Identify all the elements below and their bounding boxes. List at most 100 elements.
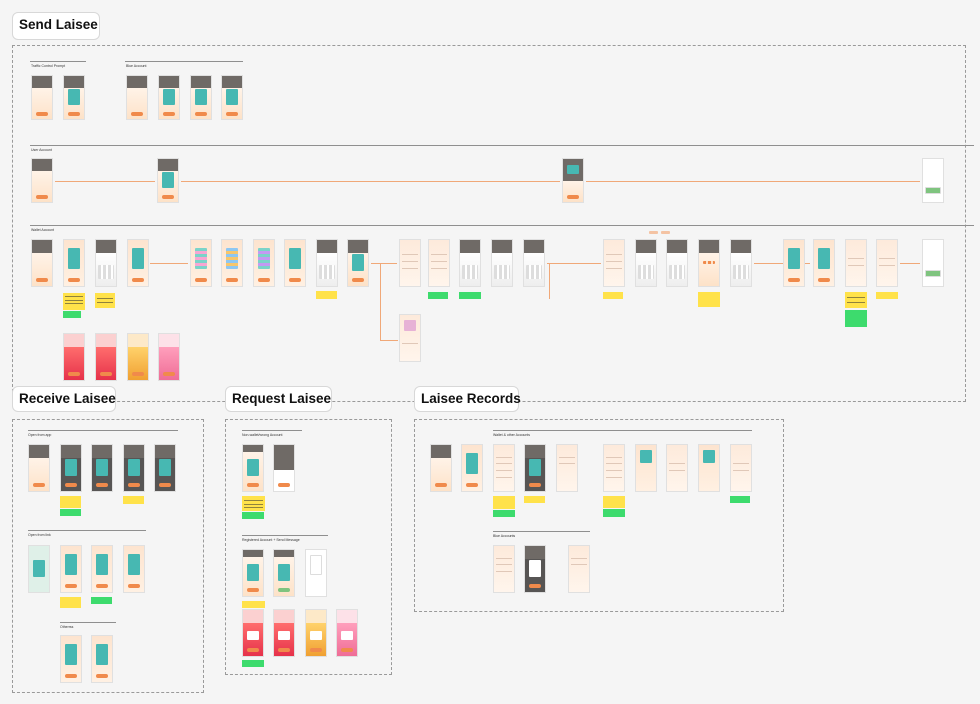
phone-screen[interactable] (91, 444, 113, 492)
phone-screen[interactable] (123, 545, 145, 593)
phone-screen[interactable] (845, 239, 867, 287)
phone-screen[interactable] (157, 158, 179, 203)
sticky-note (459, 292, 481, 299)
phone-screen[interactable] (91, 635, 113, 683)
phone-screen[interactable] (459, 239, 481, 287)
phone-screen[interactable] (31, 239, 53, 287)
phone-screen[interactable] (730, 239, 752, 287)
phone-screen[interactable] (284, 239, 306, 287)
phone-screen[interactable] (876, 239, 898, 287)
group-label: Blue Account (126, 64, 147, 68)
phone-screen[interactable] (273, 549, 295, 597)
phone-screen[interactable] (305, 549, 327, 597)
phone-screen[interactable] (158, 333, 180, 381)
phone-screen[interactable] (31, 75, 53, 120)
phone-screen[interactable] (123, 444, 145, 492)
group-label: User Account (31, 148, 52, 152)
tag-pill (661, 231, 670, 234)
sticky-note (63, 293, 85, 310)
phone-screen[interactable] (635, 239, 657, 287)
phone-screen[interactable] (273, 444, 295, 492)
sticky-note (60, 496, 81, 508)
sticky-note (698, 292, 720, 307)
phone-screen[interactable] (60, 444, 82, 492)
sticky-note (60, 509, 81, 516)
phone-screen[interactable] (242, 444, 264, 492)
phone-screen[interactable] (603, 444, 625, 492)
send-laisee-title: Send Laisee (12, 12, 100, 40)
phone-screen[interactable] (493, 444, 515, 492)
group-label: Open from link (28, 533, 51, 537)
group-label: Wallet & other Accounts (493, 433, 531, 437)
phone-screen[interactable] (242, 549, 264, 597)
phone-screen[interactable] (347, 239, 369, 287)
phone-screen[interactable] (430, 444, 452, 492)
phone-screen[interactable] (28, 444, 50, 492)
sticky-note (60, 597, 81, 608)
flow-arrow (549, 263, 550, 299)
phone-screen[interactable] (63, 333, 85, 381)
phone-screen[interactable] (698, 239, 720, 287)
phone-screen[interactable] (336, 609, 358, 657)
group-divider (30, 145, 974, 146)
phone-screen[interactable] (28, 545, 50, 593)
phone-screen[interactable] (666, 444, 688, 492)
sticky-note (316, 291, 337, 299)
phone-screen[interactable] (698, 444, 720, 492)
phone-screen[interactable] (491, 239, 513, 287)
sticky-note (845, 292, 867, 308)
phone-screen[interactable] (221, 75, 243, 120)
phone-screen[interactable] (253, 239, 275, 287)
sticky-note (91, 597, 112, 604)
group-divider (493, 430, 752, 431)
phone-screen[interactable] (63, 239, 85, 287)
phone-screen[interactable] (730, 444, 752, 492)
phone-screen[interactable] (493, 545, 515, 593)
phone-screen[interactable] (154, 444, 176, 492)
phone-screen[interactable] (95, 333, 117, 381)
sticky-note (123, 496, 144, 504)
group-divider (493, 531, 590, 532)
phone-screen[interactable] (190, 75, 212, 120)
phone-screen[interactable] (158, 75, 180, 120)
phone-screen[interactable] (31, 158, 53, 203)
phone-screen[interactable] (127, 239, 149, 287)
phone-screen[interactable] (95, 239, 117, 287)
phone-screen[interactable] (922, 158, 944, 203)
phone-screen[interactable] (568, 545, 590, 593)
request-laisee-title: Request Laisee (225, 386, 332, 412)
phone-screen[interactable] (666, 239, 688, 287)
phone-screen[interactable] (524, 444, 546, 492)
phone-screen[interactable] (399, 314, 421, 362)
phone-screen[interactable] (399, 239, 421, 287)
phone-screen[interactable] (273, 609, 295, 657)
phone-screen[interactable] (60, 545, 82, 593)
phone-screen[interactable] (91, 545, 113, 593)
phone-screen[interactable] (63, 75, 85, 120)
sticky-note (493, 496, 515, 509)
phone-screen[interactable] (523, 239, 545, 287)
phone-screen[interactable] (316, 239, 338, 287)
phone-screen[interactable] (221, 239, 243, 287)
phone-screen[interactable] (126, 75, 148, 120)
group-label: Blue Accounts (493, 534, 516, 538)
phone-screen[interactable] (603, 239, 625, 287)
phone-screen[interactable] (813, 239, 835, 287)
phone-screen[interactable] (524, 545, 546, 593)
phone-screen[interactable] (461, 444, 483, 492)
laisee-records-title: Laisee Records (414, 386, 521, 412)
flow-arrow (754, 263, 810, 264)
phone-screen[interactable] (242, 609, 264, 657)
phone-screen[interactable] (635, 444, 657, 492)
phone-screen[interactable] (127, 333, 149, 381)
phone-screen[interactable] (190, 239, 212, 287)
sticky-note (730, 496, 750, 503)
phone-screen[interactable] (305, 609, 327, 657)
phone-screen[interactable] (783, 239, 805, 287)
phone-screen[interactable] (922, 239, 944, 287)
phone-screen[interactable] (428, 239, 450, 287)
phone-screen[interactable] (562, 158, 584, 203)
sticky-note (493, 510, 515, 517)
phone-screen[interactable] (556, 444, 578, 492)
phone-screen[interactable] (60, 635, 82, 683)
